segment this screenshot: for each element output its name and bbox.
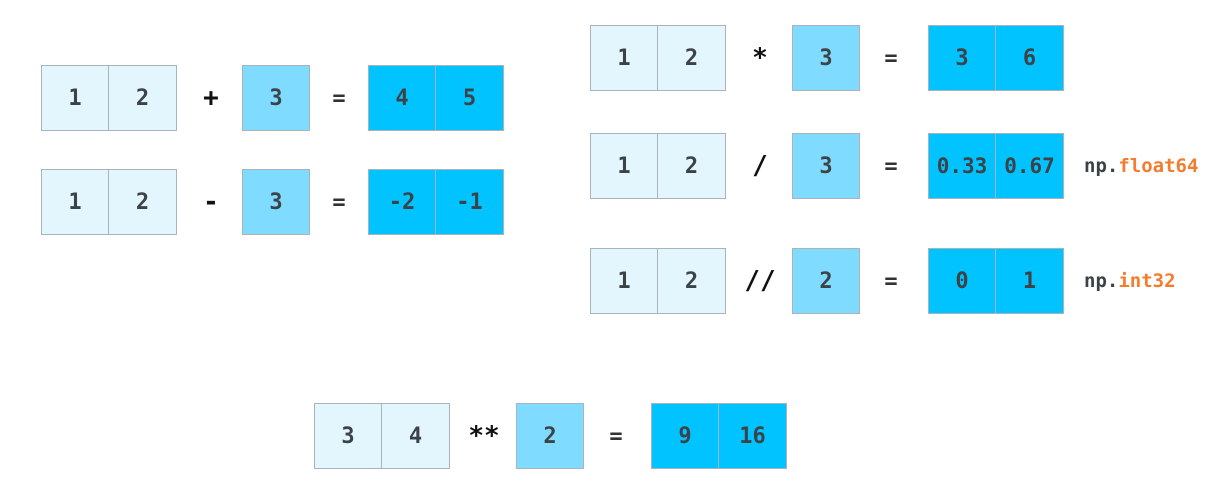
scalar-cell: 3 bbox=[792, 133, 860, 199]
result-cell: 1 bbox=[995, 248, 1064, 314]
array-cell: 3 bbox=[314, 403, 382, 469]
array-cell: 2 bbox=[657, 25, 726, 91]
scalar-cell: 3 bbox=[242, 65, 310, 131]
result-cell: 0 bbox=[928, 248, 996, 314]
scalar-cell: 3 bbox=[242, 169, 310, 235]
result-array: 0 1 bbox=[928, 248, 1064, 314]
dtype-prefix: np. bbox=[1084, 270, 1119, 292]
minus-operator: - bbox=[203, 187, 219, 217]
result-cell: 16 bbox=[718, 403, 787, 469]
equation-divide: 1 2 / 3 = 0.33 0.67 np.float64 bbox=[590, 133, 1215, 199]
equals-sign: = bbox=[884, 268, 898, 294]
result-cell: -1 bbox=[435, 169, 504, 235]
equals-sign: = bbox=[884, 153, 898, 179]
result-cell: 0.33 bbox=[928, 133, 996, 199]
equation-subtract: 1 2 - 3 = -2 -1 bbox=[41, 169, 504, 235]
power-operator: ** bbox=[468, 421, 500, 451]
equals-sign: = bbox=[332, 189, 346, 215]
dtype-prefix: np. bbox=[1084, 155, 1119, 177]
scalar-cell: 2 bbox=[516, 403, 584, 469]
dtype-label: np.int32 bbox=[1084, 248, 1176, 314]
equals-sign: = bbox=[609, 423, 623, 449]
scalar-cell: 3 bbox=[792, 25, 860, 91]
array-cell: 2 bbox=[108, 169, 177, 235]
equation-floor-divide: 1 2 // 2 = 0 1 np.int32 bbox=[590, 248, 1200, 314]
equation-add: 1 2 + 3 = 4 5 bbox=[41, 65, 504, 131]
equals-sign: = bbox=[884, 45, 898, 71]
equation-power: 3 4 ** 2 = 9 16 bbox=[314, 403, 789, 469]
scalar-operand: 3 bbox=[792, 25, 860, 91]
scalar-operand: 2 bbox=[792, 248, 860, 314]
left-array: 3 4 bbox=[314, 403, 450, 469]
plus-operator: + bbox=[203, 83, 219, 113]
result-array: 4 5 bbox=[368, 65, 504, 131]
scalar-cell: 2 bbox=[792, 248, 860, 314]
scalar-operand: 3 bbox=[242, 169, 310, 235]
left-array: 1 2 bbox=[590, 25, 726, 91]
result-array: -2 -1 bbox=[368, 169, 504, 235]
result-cell: 0.67 bbox=[995, 133, 1064, 199]
scalar-operand: 2 bbox=[516, 403, 584, 469]
result-cell: 4 bbox=[368, 65, 436, 131]
result-cell: 6 bbox=[995, 25, 1064, 91]
floor-divide-operator: // bbox=[744, 266, 776, 296]
result-cell: 9 bbox=[651, 403, 719, 469]
left-array: 1 2 bbox=[41, 65, 177, 131]
result-cell: 5 bbox=[435, 65, 504, 131]
array-cell: 2 bbox=[657, 248, 726, 314]
result-array: 0.33 0.67 bbox=[928, 133, 1064, 199]
dtype-name: float64 bbox=[1118, 155, 1199, 177]
scalar-operand: 3 bbox=[792, 133, 860, 199]
array-cell: 1 bbox=[590, 133, 658, 199]
array-cell: 1 bbox=[590, 248, 658, 314]
array-cell: 4 bbox=[381, 403, 450, 469]
equation-multiply: 1 2 * 3 = 3 6 bbox=[590, 25, 1065, 91]
result-array: 3 6 bbox=[928, 25, 1064, 91]
result-array: 9 16 bbox=[651, 403, 787, 469]
array-cell: 1 bbox=[590, 25, 658, 91]
dtype-label: np.float64 bbox=[1084, 133, 1198, 199]
array-cell: 2 bbox=[657, 133, 726, 199]
result-cell: -2 bbox=[368, 169, 436, 235]
result-cell: 3 bbox=[928, 25, 996, 91]
multiply-operator: * bbox=[752, 43, 768, 73]
divide-operator: / bbox=[752, 151, 768, 181]
equals-sign: = bbox=[332, 85, 346, 111]
left-array: 1 2 bbox=[590, 248, 726, 314]
array-cell: 2 bbox=[108, 65, 177, 131]
dtype-name: int32 bbox=[1118, 270, 1176, 292]
left-array: 1 2 bbox=[41, 169, 177, 235]
left-array: 1 2 bbox=[590, 133, 726, 199]
scalar-operand: 3 bbox=[242, 65, 310, 131]
array-cell: 1 bbox=[41, 169, 109, 235]
array-cell: 1 bbox=[41, 65, 109, 131]
